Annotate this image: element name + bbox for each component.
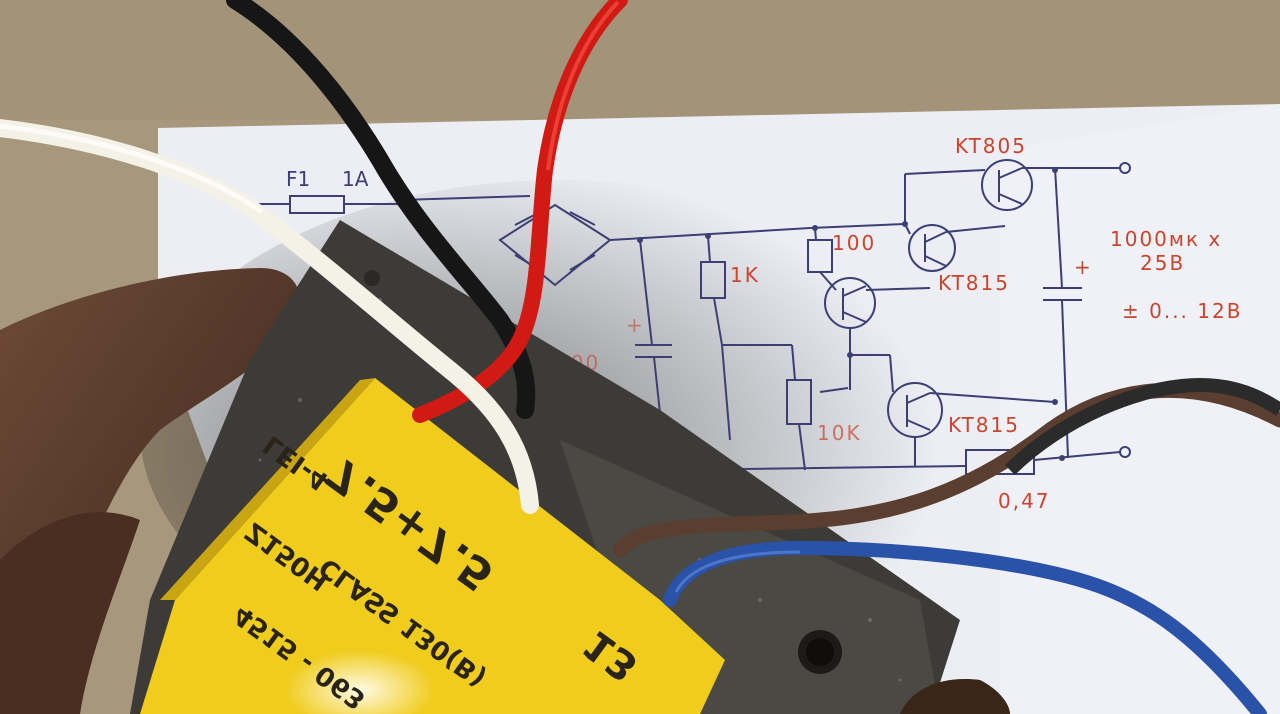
- resistor-047: [965, 449, 1035, 475]
- resistor-1k: [700, 261, 726, 299]
- output-terminal-bottom: [1119, 446, 1131, 458]
- label-cap-value: 1000мк х: [1110, 227, 1222, 251]
- transistor-kt815-mid: [908, 224, 956, 272]
- label-output-range: ± 0... 12В: [1122, 299, 1242, 323]
- label-filter-plus: +: [626, 313, 645, 337]
- hand: [0, 268, 300, 714]
- label-fuse: F1: [286, 167, 310, 191]
- schematic-drawing: [240, 159, 1131, 475]
- bridge-rectifier: [498, 203, 612, 287]
- label-1k: 1K: [730, 263, 760, 287]
- output-terminal-top: [1119, 162, 1131, 174]
- transformer: 7.5+7.5 LEI-4 Z150H CLASS 130(B) 4515 - …: [130, 220, 960, 714]
- label-kt815-low: KT815: [948, 413, 1020, 437]
- label-10k: 10K: [817, 421, 862, 445]
- transistor-kt805: [981, 159, 1033, 211]
- label-100: 100: [832, 231, 876, 255]
- label-047: 0,47: [998, 489, 1051, 513]
- label-cap-voltage: 25В: [1140, 251, 1185, 275]
- transformer-label: [140, 378, 725, 714]
- blue-wire[interactable]: [663, 540, 1267, 714]
- label-cap-plus: +: [1074, 255, 1093, 279]
- label-kt815-mid: KT815: [938, 271, 1010, 295]
- label-fuse-rating: 1A: [342, 167, 369, 191]
- label-kt805: KT805: [955, 134, 1027, 158]
